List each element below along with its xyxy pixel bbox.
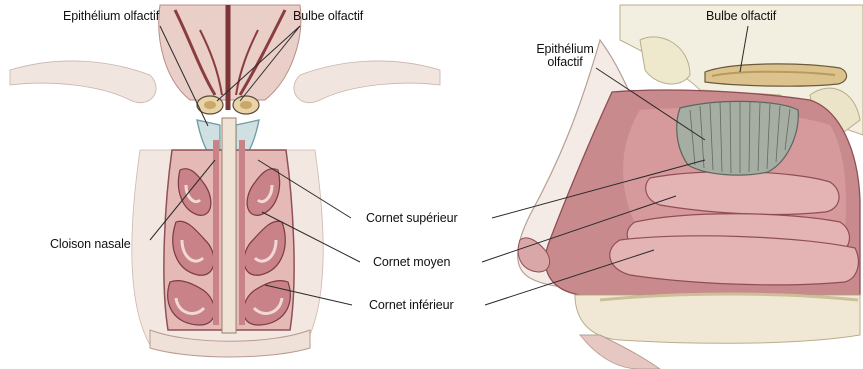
- label-front-epithelium: Epithélium olfactif: [63, 10, 159, 23]
- label-superior-turbinate: Cornet supérieur: [366, 212, 458, 225]
- label-side-epithelium-line2: olfactif: [525, 56, 605, 69]
- label-septum: Cloison nasale: [50, 238, 131, 251]
- label-side-bulb: Bulbe olfactif: [706, 10, 776, 23]
- label-front-bulb: Bulbe olfactif: [293, 10, 363, 23]
- label-inferior-turbinate: Cornet inférieur: [369, 299, 454, 312]
- label-side-epithelium: Epithélium olfactif: [525, 43, 605, 69]
- label-middle-turbinate: Cornet moyen: [373, 256, 450, 269]
